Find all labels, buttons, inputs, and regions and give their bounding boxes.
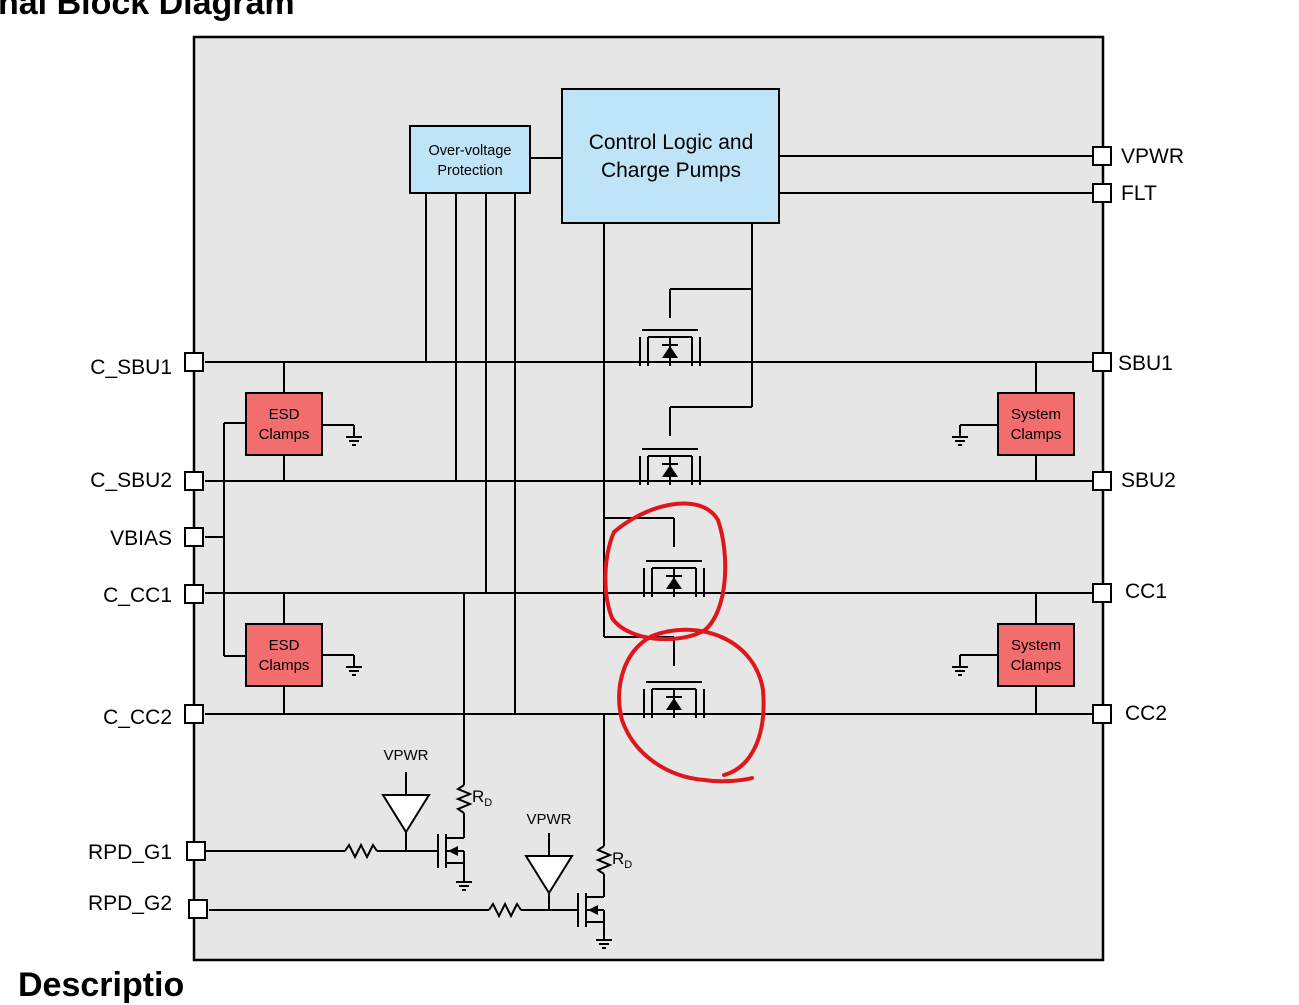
pin-label-flt: FLT [1121,182,1157,205]
system-label-line2: Clamps [1011,426,1062,443]
control-logic-block [561,88,780,224]
rd-resistor-1 [455,784,473,838]
rd-label-1: RD [472,787,492,809]
rd-resistor-2 [595,845,613,897]
pin-label-c-cc2: C_CC2 [103,706,172,729]
pin-label-c-sbu2: C_SBU2 [90,469,172,492]
annotation-circle-cc1 [603,501,728,642]
system-label-line1: System [1011,406,1061,423]
rd-label-2: RD [612,849,632,871]
buffer-supply-label-2: VPWR [527,811,572,828]
ovp-label-line1: Over-voltage [428,143,511,159]
esd-label-line1: ESD [269,637,300,654]
buffer-supply-label-1: VPWR [384,747,429,764]
annotation-circle-cc2 [617,627,766,784]
fet-arrow-2 [588,905,598,915]
pin-squares [184,146,1112,919]
esd-clamps-block-2 [245,623,323,687]
section-heading-top: nal Block Diagram [0,0,295,22]
pin-sbu2 [1092,471,1112,491]
pin-label-rpd-g2: RPD_G2 [88,892,172,915]
ovp-label-line2: Protection [437,163,502,179]
pin-label-cc1: CC1 [1125,580,1167,603]
pin-c-sbu1 [184,352,204,372]
control-label-line2: Charge Pumps [601,159,741,182]
control-label-line1: Control Logic and [589,131,754,154]
ovp-block [409,125,531,194]
pin-vbias [184,527,204,547]
pin-cc1 [1092,583,1112,603]
esd-label-line1: ESD [269,406,300,423]
fet-arrow-1 [448,846,458,856]
pin-label-sbu2: SBU2 [1121,469,1176,492]
pin-label-c-cc1: C_CC1 [103,584,172,607]
pin-sbu1 [1092,352,1112,372]
pin-c-sbu2 [184,471,204,491]
pin-rpd-g2 [188,899,208,919]
system-clamps-block-1 [997,392,1075,456]
pin-c-cc2 [184,704,204,724]
pin-label-vpwr: VPWR [1121,145,1184,168]
system-clamps-block-2 [997,623,1075,687]
pin-label-cc2: CC2 [1125,702,1167,725]
pin-c-cc1 [184,584,204,604]
buffer-triangle-2 [524,855,574,895]
system-label-line2: Clamps [1011,657,1062,674]
wiring [205,155,1092,919]
buffer-triangle-1 [381,794,431,834]
esd-label-line2: Clamps [259,657,310,674]
esd-label-line2: Clamps [259,426,310,443]
pin-cc2 [1092,704,1112,724]
pin-label-rpd-g1: RPD_G1 [88,841,172,864]
pin-label-sbu1: SBU1 [1118,352,1173,375]
pin-vpwr [1092,146,1112,166]
pin-label-c-sbu1: C_SBU1 [90,356,172,379]
system-label-line1: System [1011,637,1061,654]
pin-flt [1092,183,1112,203]
pin-label-vbias: VBIAS [110,527,172,550]
esd-clamps-block-1 [245,392,323,456]
pin-rpd-g1 [186,841,206,861]
